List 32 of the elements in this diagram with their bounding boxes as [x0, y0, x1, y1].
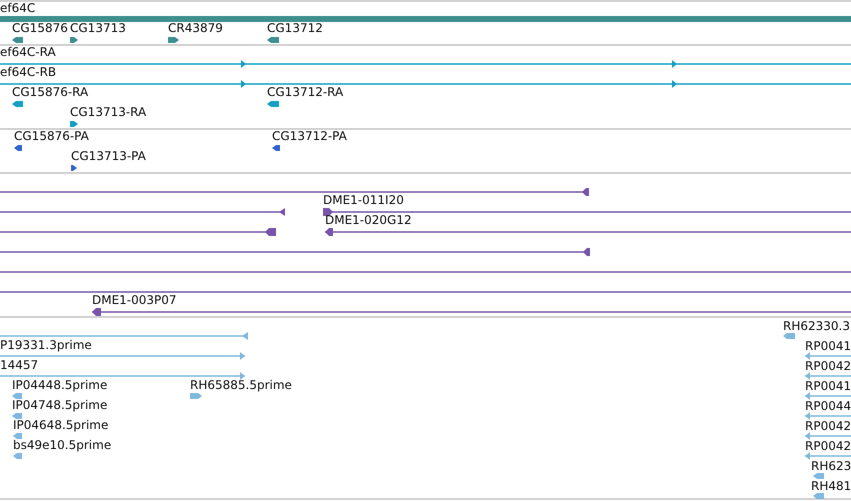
- feature-name: DME1-020G12: [325, 214, 412, 227]
- feature-name: CG15876-RA: [12, 86, 88, 99]
- feature-name: P19331.3prime: [0, 339, 92, 352]
- feature-name: CG13713: [70, 22, 126, 35]
- feature-name: 14457: [0, 359, 38, 372]
- feature-name: IP04748.5prime: [12, 399, 108, 412]
- feature-name: CG13713-PA: [71, 150, 146, 163]
- feature-name: RP0042: [805, 440, 851, 453]
- feature-name: RH62330.3: [783, 320, 850, 333]
- feature-name: RP0044: [805, 400, 851, 413]
- feature-name: ef64C-RA: [0, 46, 56, 59]
- feature-name: RH65885.5prime: [190, 379, 292, 392]
- feature-name: RP0041: [805, 340, 851, 353]
- feature-name: RP0042: [805, 420, 851, 433]
- feature-name: CG13712-RA: [267, 86, 344, 99]
- feature-name: CG15876: [12, 22, 68, 35]
- feature-name: ef64C-RB: [0, 66, 56, 79]
- feature-name: CG13712-PA: [272, 130, 347, 143]
- feature-name: RH623: [811, 460, 851, 473]
- feature-name: RP0042: [805, 360, 851, 373]
- feature-name: DME1-003P07: [92, 294, 177, 307]
- feature-name: RP0041: [805, 380, 851, 393]
- feature-name: RH481: [811, 480, 851, 493]
- feature-name: ef64C: [0, 2, 36, 15]
- feature-name: IP04448.5prime: [12, 379, 108, 392]
- feature-name: CG13712: [267, 22, 323, 35]
- feature-name: CR43879: [168, 22, 223, 35]
- feature-name: CG15876-PA: [14, 130, 89, 143]
- feature-name: bs49e10.5prime: [13, 439, 112, 452]
- feature-name: DME1-011I20: [323, 194, 404, 207]
- feature-name: CG13713-RA: [70, 106, 146, 119]
- feature-name: IP04648.5prime: [13, 419, 108, 432]
